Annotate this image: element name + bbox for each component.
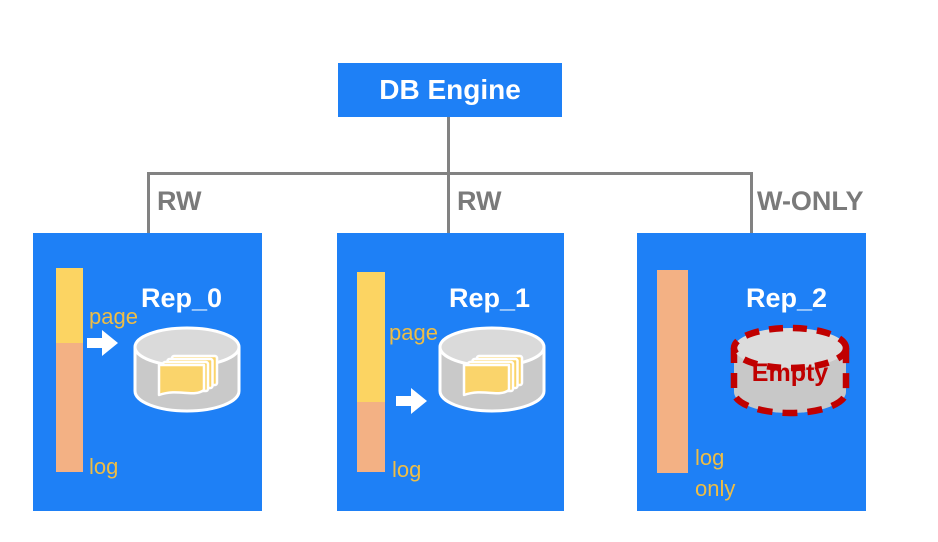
branch-label-rep0: RW [157,186,202,216]
replica-name: Rep_1 [449,283,531,313]
buffer-log-segment [357,402,385,472]
page-label: page [389,320,438,345]
connector-drop-rep1 [447,172,450,233]
replica-name: Rep_2 [746,283,828,313]
page-label: page [89,304,138,329]
db-engine-label: DB Engine [379,74,521,105]
database-cylinder-icon [131,325,243,422]
buffer-bar [357,272,385,472]
replica-box-rep0: page Rep_0 log [33,233,262,511]
database-cylinder-icon [436,325,548,422]
db-engine-node: DB Engine [338,63,562,117]
stacked-pages-icon [462,354,524,397]
branch-label-rep2: W-ONLY [757,186,864,216]
flush-arrow-icon [396,387,428,415]
buffer-bar [56,268,83,472]
stacked-pages-icon [157,354,219,397]
connector-drop-rep2 [750,172,753,233]
replica-name: Rep_0 [141,283,223,313]
connector-horizontal [147,172,753,175]
empty-disk-label: Empty [751,359,829,387]
connector-drop-rep0 [147,172,150,233]
replica-box-rep2: Rep_2 Empty log only [637,233,866,511]
only-label: only [695,476,736,501]
log-label: log [89,454,119,479]
log-label: log [695,445,725,470]
replica-box-rep1: page Rep_1 log [337,233,564,511]
buffer-page-segment [56,268,83,343]
branch-label-rep1: RW [457,186,502,216]
connector-root-vertical [447,117,450,174]
flush-arrow-icon [87,329,119,357]
buffer-bar [657,270,688,473]
empty-database-dashed-icon [729,321,851,428]
buffer-page-segment [357,272,385,402]
buffer-log-segment [657,270,688,473]
log-label: log [392,457,422,482]
buffer-log-segment [56,343,83,472]
